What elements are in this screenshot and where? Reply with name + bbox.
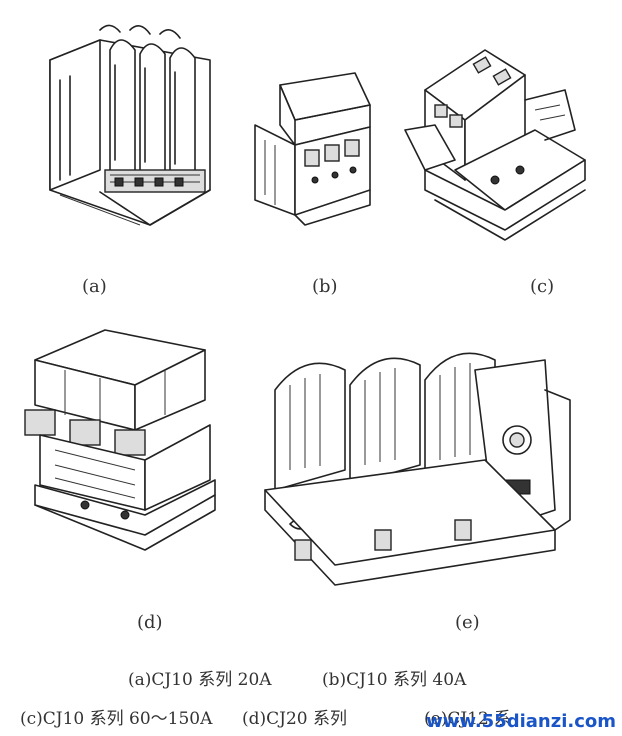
panel-b-illustration [245, 65, 385, 235]
panel-a-illustration [40, 20, 240, 240]
panel-e-label: (e) [455, 612, 480, 633]
contactor-e-drawing [264, 352, 571, 586]
panel-d-label: (d) [137, 612, 163, 633]
panel-e-illustration [255, 350, 580, 590]
contactor-d-drawing [24, 329, 216, 551]
caption-a: (a)CJ10 系列 20A [128, 670, 272, 690]
contactor-c-drawing [404, 49, 586, 241]
panel-c-illustration [395, 30, 595, 260]
caption-e: (e)CJ12 系 [424, 709, 512, 729]
watermark-text: www.55dianzi.com [426, 711, 616, 732]
contactor-b-drawing [254, 72, 371, 226]
caption-d: (d)CJ20 系列 [242, 709, 348, 729]
contactor-a-drawing [49, 24, 211, 226]
panel-d-illustration [15, 320, 230, 560]
panel-c-label: (c) [530, 276, 555, 297]
panel-a-label: (a) [82, 276, 107, 297]
caption-b: (b)CJ10 系列 40A [322, 670, 467, 690]
panel-b-label: (b) [312, 276, 338, 297]
caption-c: (c)CJ10 系列 60～150A [20, 709, 213, 729]
